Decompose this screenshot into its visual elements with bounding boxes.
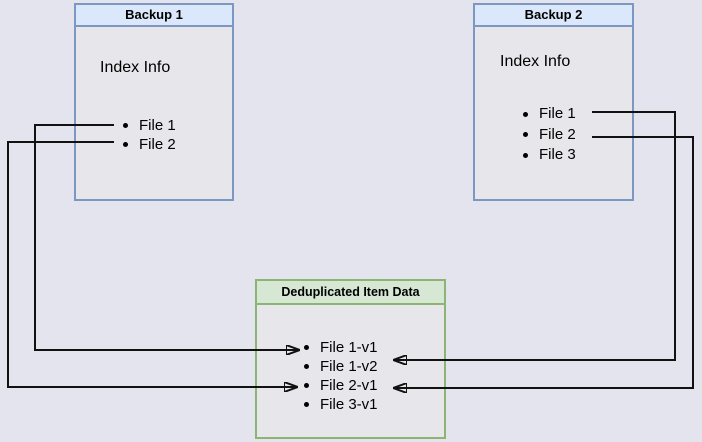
backup-1-file-list: File 1 File 2 xyxy=(121,116,176,154)
node-backup-1: Backup 1 xyxy=(74,3,234,201)
backup-1-index-info-label: Index Info xyxy=(100,59,171,76)
list-item: File 1 xyxy=(521,104,576,125)
list-item: File 1-v1 xyxy=(302,338,378,357)
node-backup-1-title: Backup 1 xyxy=(76,5,232,27)
dedup-file-list: File 1-v1 File 1-v2 File 2-v1 File 3-v1 xyxy=(302,338,378,414)
list-item: File 2-v1 xyxy=(302,376,378,395)
backup-2-index-info-label: Index Info xyxy=(500,53,571,70)
backup-2-file-list: File 1 File 2 File 3 xyxy=(521,104,576,166)
list-item: File 3 xyxy=(521,145,576,166)
node-backup-2-title: Backup 2 xyxy=(475,5,632,27)
list-item: File 2 xyxy=(521,125,576,146)
list-item: File 2 xyxy=(121,135,176,154)
node-deduplicated-item-data-title: Deduplicated Item Data xyxy=(257,281,444,305)
list-item: File 1-v2 xyxy=(302,357,378,376)
list-item: File 1 xyxy=(121,116,176,135)
list-item: File 3-v1 xyxy=(302,395,378,414)
node-backup-2: Backup 2 xyxy=(473,3,634,201)
